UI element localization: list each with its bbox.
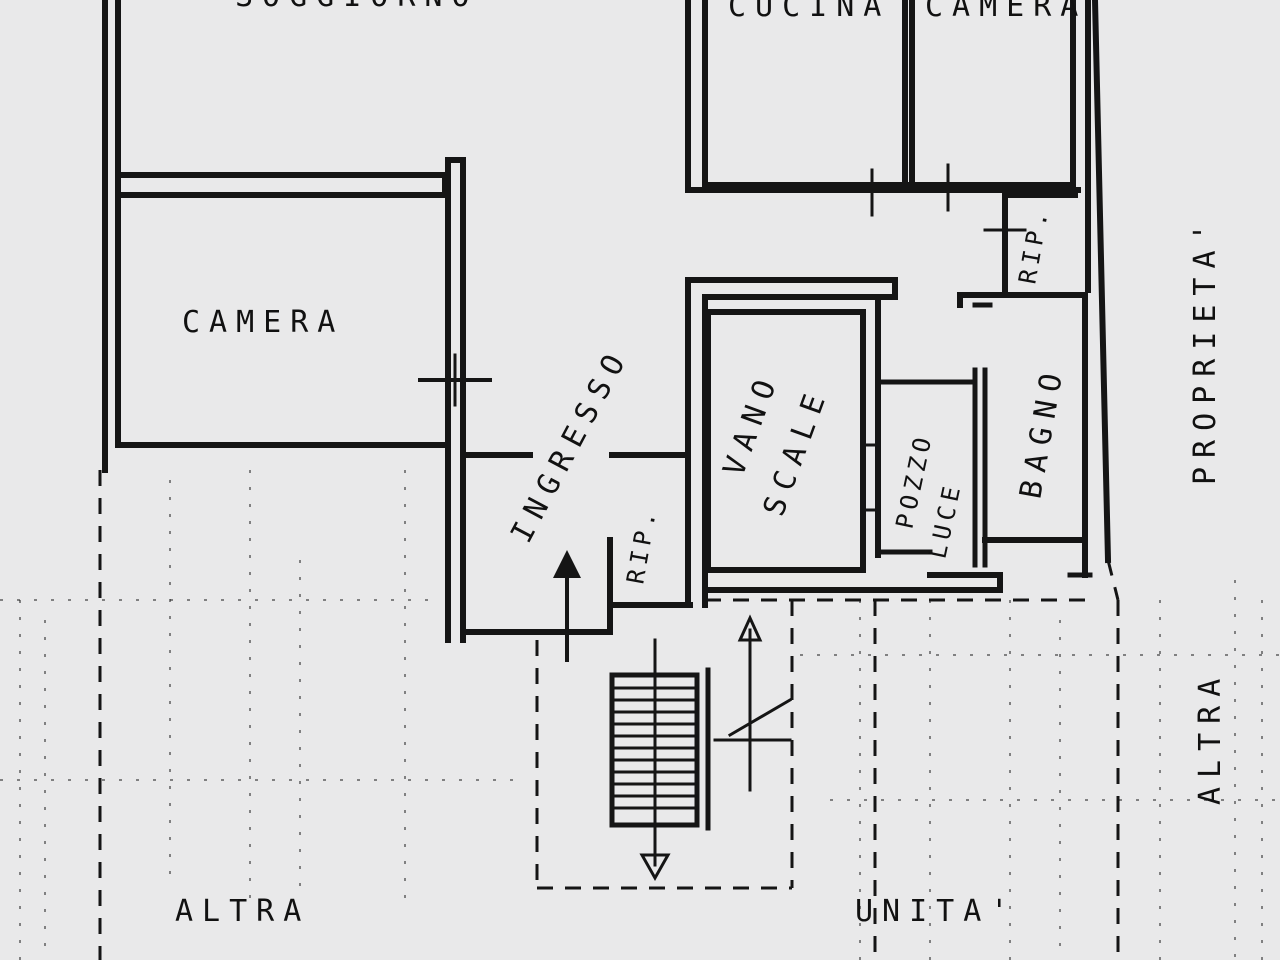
room-label-luce: LUCE	[923, 479, 967, 561]
background-texture	[0, 470, 1280, 960]
walls	[102, 0, 1112, 643]
external-stair	[609, 614, 793, 882]
room-label-camera-top: CAMERA	[925, 0, 1087, 24]
room-label-rip-left: RIP.	[621, 505, 662, 586]
room-label-ingresso: INGRESSO	[504, 341, 637, 549]
room-label-cucina: CUCINA	[728, 0, 890, 24]
window-marks	[418, 163, 1027, 512]
room-label-rip-right: RIP.	[1013, 205, 1054, 286]
arrow-up-icon	[737, 614, 763, 642]
label-altra-right: ALTRA	[1193, 670, 1228, 805]
room-label-soggiorno: SOGGIORNO	[235, 0, 479, 14]
room-label-bagno: BAGNO	[1013, 362, 1071, 501]
room-label-camera-left: CAMERA	[182, 305, 344, 340]
label-unita-bottom: UNITA'	[855, 894, 1017, 929]
label-proprieta-right: PROPRIETA'	[1188, 214, 1223, 485]
entrance-arrow	[553, 550, 581, 662]
arrow-up-icon	[553, 550, 581, 578]
label-altra-bottom: ALTRA	[175, 894, 310, 929]
property-boundaries	[98, 470, 1120, 960]
arrow-down-icon	[639, 853, 671, 882]
